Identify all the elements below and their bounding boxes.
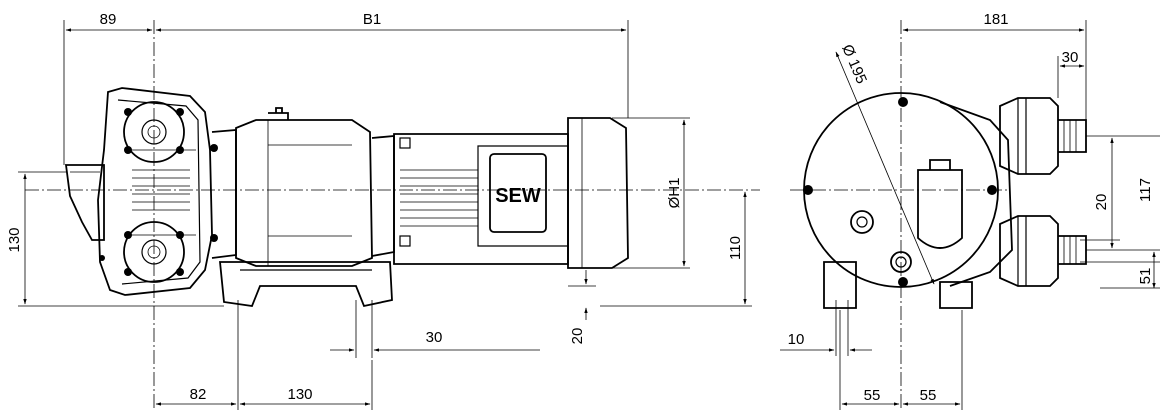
dim-130-left: 130 — [6, 227, 23, 252]
dim-h1: ØH1 — [666, 178, 683, 209]
dim-130-bottom: 130 — [287, 386, 312, 403]
dim-55-left: 55 — [864, 387, 881, 404]
end-view: 181 30 Ø 195 20 117 51 10 55 55 — [780, 11, 1160, 410]
dim-diameter-195: Ø 195 — [838, 42, 870, 86]
dim-181: 181 — [983, 11, 1008, 28]
motor: SEW — [393, 117, 629, 269]
dim-110: 110 — [727, 236, 744, 260]
dim-55-right: 55 — [920, 387, 937, 404]
dim-30-side: 30 — [426, 329, 443, 346]
pump-head — [64, 87, 218, 296]
dim-b1: B1 — [363, 11, 381, 28]
dim-89: 89 — [100, 11, 117, 28]
dim-10: 10 — [788, 331, 805, 348]
side-view: SEW — [6, 11, 760, 410]
dim-82: 82 — [190, 386, 207, 403]
base-frame — [219, 261, 393, 308]
hose-connectors — [999, 97, 1087, 287]
coupling-housing — [211, 107, 395, 267]
dim-20-side: 20 — [569, 328, 586, 345]
dim-20-end: 20 — [1093, 194, 1110, 211]
end-dimension-lines — [780, 20, 1160, 410]
pump-body-end — [803, 92, 1013, 309]
dim-117: 117 — [1137, 178, 1154, 202]
dim-30-end: 30 — [1062, 49, 1079, 66]
sew-logo: SEW — [495, 185, 541, 207]
side-dimension-lines — [18, 20, 752, 410]
dim-51: 51 — [1137, 268, 1154, 285]
